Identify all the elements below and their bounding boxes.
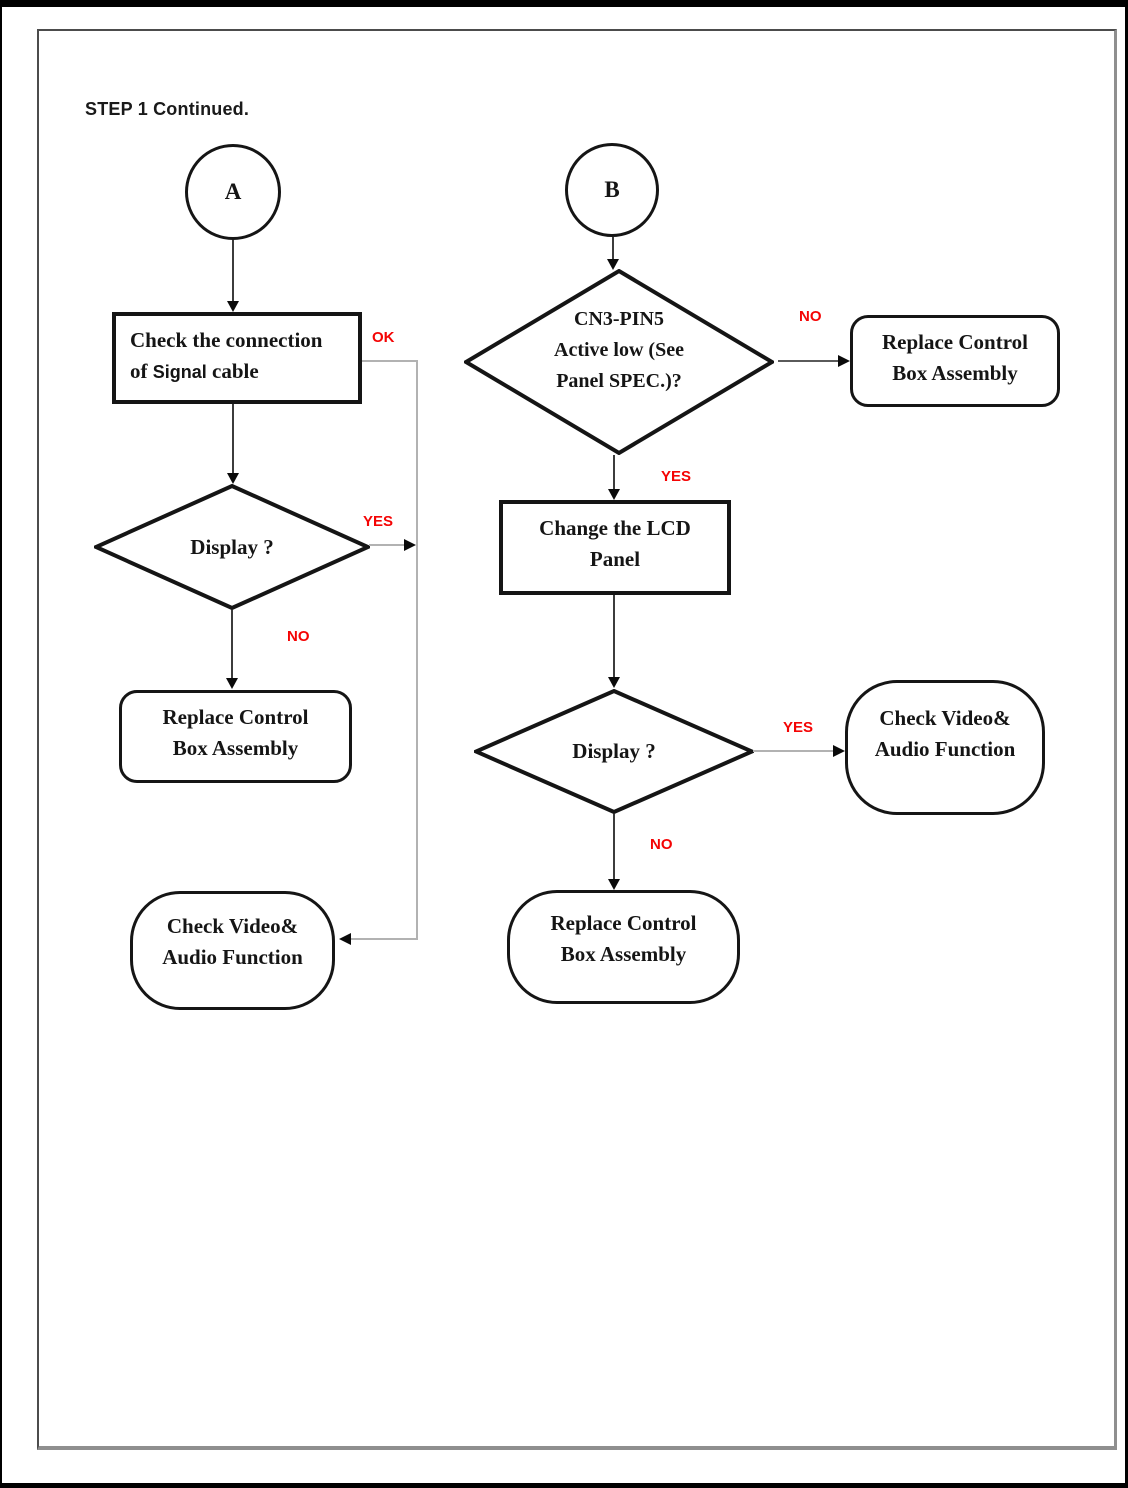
terminator-check-video-right-text: Check Video& Audio Function — [848, 683, 1042, 765]
process-change-lcd-text: Change the LCD Panel — [503, 504, 727, 575]
arrowhead-down-icon — [227, 473, 239, 484]
arrowhead-right-icon — [404, 539, 416, 551]
display-right-line1: Display ? — [572, 739, 656, 763]
edge-a-to-check-connection — [232, 240, 234, 302]
decision-display-left: Display ? — [94, 484, 370, 610]
terminator-replace-left: Replace Control Box Assembly — [119, 690, 352, 783]
cn3-line2: Active low (See — [554, 338, 684, 361]
edge-display-left-yes — [369, 544, 406, 546]
terminator-check-video-right: Check Video& Audio Function — [845, 680, 1045, 815]
diamond-outline — [94, 484, 370, 610]
cn3-line3: Panel SPEC.)? — [556, 369, 682, 392]
decision-display-right: Display ? — [474, 689, 754, 814]
arrowhead-down-icon — [607, 259, 619, 270]
page-title: STEP 1 Continued. — [85, 99, 250, 119]
edge-cn3-no — [778, 360, 839, 362]
edge-label-yes-mid: YES — [661, 468, 692, 485]
diamond-shape — [94, 484, 370, 610]
edge-cn3-to-change-lcd — [613, 455, 615, 491]
decision-cn3-pin5: CN3-PIN5 Active low (See Panel SPEC.)? — [464, 269, 774, 455]
terminator-replace-bottom-right: Replace Control Box Assembly — [507, 890, 740, 1004]
terminator-replace-left-text: Replace Control Box Assembly — [122, 693, 349, 764]
diamond-outline — [474, 689, 754, 814]
check-video-left-line2: Audio Function — [162, 945, 303, 969]
terminator-check-video-left-text: Check Video& Audio Function — [133, 894, 332, 973]
connector-a-label: A — [224, 179, 242, 204]
replace-bottom-right-line1: Replace Control — [550, 911, 697, 935]
edge-label-ok: OK — [372, 329, 395, 346]
edge-display-right-to-replace — [613, 814, 615, 880]
check-video-left-line1: Check Video& — [166, 914, 299, 938]
process-change-lcd: Change the LCD Panel — [499, 500, 731, 595]
replace-top-right-line2: Box Assembly — [892, 361, 1018, 385]
arrowhead-down-icon — [608, 677, 620, 688]
edge-change-lcd-to-display — [613, 595, 615, 678]
terminator-check-video-left: Check Video& Audio Function — [130, 891, 335, 1010]
edge-label-no-left: NO — [287, 628, 310, 645]
replace-left-line2: Box Assembly — [172, 736, 299, 760]
diamond-shape — [464, 269, 774, 455]
arrowhead-down-icon — [227, 301, 239, 312]
diamond-shape — [474, 689, 754, 814]
change-lcd-line1: Change the LCD — [539, 516, 691, 540]
edge-label-yes-left: YES — [363, 513, 394, 530]
terminator-replace-bottom-right-text: Replace Control Box Assembly — [510, 893, 737, 970]
edge-ok-to-check-video — [351, 938, 417, 940]
cn3-line1: CN3-PIN5 — [574, 307, 664, 330]
arrowhead-right-icon — [838, 355, 850, 367]
terminator-replace-top-right: Replace Control Box Assembly — [850, 315, 1060, 407]
decision-display-right-text: Display ? — [474, 689, 754, 814]
check-video-right-line2: Audio Function — [874, 737, 1016, 761]
edge-label-yes-right: YES — [783, 719, 814, 736]
replace-left-line1: Replace Control — [162, 705, 309, 729]
connector-circle-b: B — [565, 143, 659, 237]
replace-top-right-line1: Replace Control — [881, 330, 1028, 354]
arrowhead-down-icon — [226, 678, 238, 689]
edge-b-to-cn3 — [612, 237, 614, 260]
decision-display-left-text: Display ? — [94, 484, 370, 610]
decision-cn3-pin5-text: CN3-PIN5 Active low (See Panel SPEC.)? — [464, 257, 774, 443]
connector-circle-a: A — [185, 144, 281, 240]
edge-ok-horizontal — [362, 360, 418, 362]
edge-check-connection-to-display — [232, 404, 234, 474]
check-connection-line2: of Signal cable — [130, 359, 259, 383]
edge-label-no-right-bottom: NO — [650, 836, 673, 853]
arrowhead-down-icon — [608, 489, 620, 500]
edge-display-left-to-replace — [231, 610, 233, 678]
change-lcd-line2: Panel — [589, 547, 641, 571]
replace-bottom-right-line2: Box Assembly — [560, 942, 687, 966]
process-check-connection: Check the connection of Signal cable — [112, 312, 362, 404]
arrowhead-right-icon — [833, 745, 845, 757]
edge-label-no-right-top: NO — [799, 308, 822, 325]
process-check-connection-text: Check the connection of Signal cable — [116, 316, 358, 388]
display-left-line1: Display ? — [190, 534, 274, 559]
edge-display-right-yes — [753, 750, 834, 752]
arrowhead-left-icon — [339, 933, 351, 945]
check-video-right-line1: Check Video& — [879, 706, 1011, 730]
terminator-replace-top-right-text: Replace Control Box Assembly — [853, 318, 1057, 389]
arrowhead-down-icon — [608, 879, 620, 890]
diamond-outline — [464, 269, 774, 455]
edge-ok-vertical — [416, 360, 418, 940]
check-connection-line1: Check the connection — [130, 328, 323, 352]
connector-b-label: B — [604, 177, 620, 202]
page-inner-border — [37, 29, 1117, 1450]
